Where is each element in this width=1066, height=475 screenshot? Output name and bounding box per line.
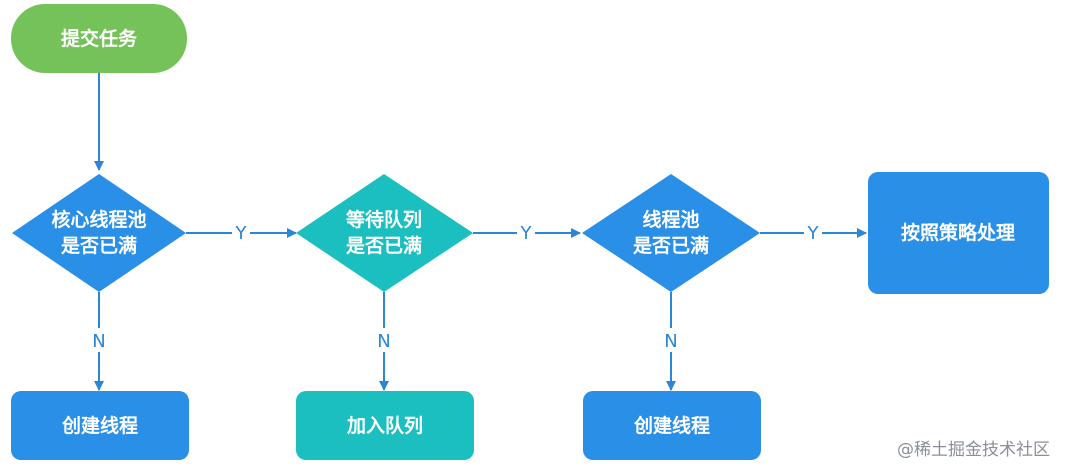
node-enqueue-label: 加入队列: [346, 414, 423, 437]
node-start: 提交任务: [11, 4, 187, 73]
node-reject: 按照策略处理: [868, 172, 1049, 294]
edge-label-y-2: Y: [520, 223, 533, 244]
edge-label-n-3: N: [664, 331, 677, 352]
edge-label-n-1: N: [92, 331, 105, 352]
node-core-full-line1: 核心线程池: [51, 208, 146, 231]
edge-labels: Y Y Y N N N: [88, 220, 822, 352]
node-create-core: 创建线程: [11, 391, 189, 460]
node-reject-label: 按照策略处理: [901, 221, 1015, 244]
watermark: @稀土掘金技术社区: [897, 440, 1050, 460]
node-pool-full-line1: 线程池: [642, 208, 699, 231]
node-queue-full-line2: 是否已满: [346, 234, 422, 257]
node-create-thread: 创建线程: [583, 391, 761, 460]
node-enqueue: 加入队列: [296, 391, 474, 460]
node-create-thread-label: 创建线程: [633, 414, 710, 437]
node-queue-full: 等待队列 是否已满: [296, 174, 473, 292]
edge-label-y-3: Y: [807, 223, 820, 244]
edge-label-n-2: N: [377, 331, 390, 352]
node-create-core-label: 创建线程: [61, 414, 138, 437]
node-queue-full-line1: 等待队列: [345, 208, 422, 231]
node-pool-full-line2: 是否已满: [633, 234, 709, 257]
edge-label-y-1: Y: [235, 223, 248, 244]
node-pool-full: 线程池 是否已满: [582, 174, 760, 292]
node-core-full-line2: 是否已满: [61, 234, 137, 257]
node-start-label: 提交任务: [61, 27, 138, 50]
node-core-full: 核心线程池 是否已满: [12, 174, 186, 292]
